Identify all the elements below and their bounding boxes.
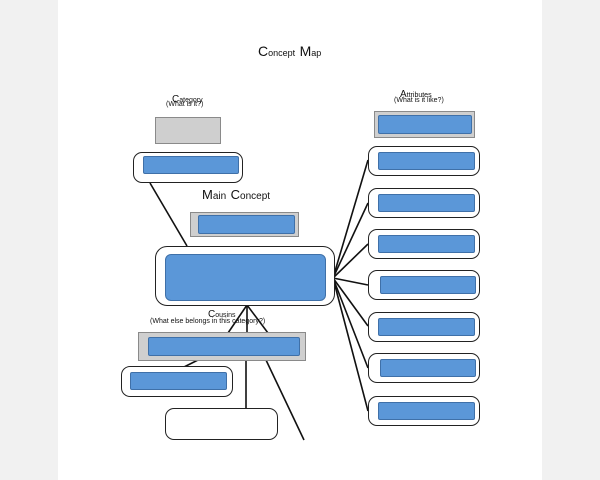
cousin-fill-1: [130, 372, 227, 390]
category-note: (What is it?): [166, 101, 204, 108]
line-main-cousins-right: [246, 304, 269, 334]
main-concept-heading: Main Concept: [202, 187, 271, 202]
category-fill: [143, 156, 239, 174]
main-concept-fill: [165, 254, 326, 301]
line-attr-2: [332, 202, 369, 279]
line-main-cousins-left: [227, 304, 248, 334]
category-gray-box: [155, 117, 221, 144]
attributes-note: (What is it like?): [394, 97, 444, 104]
attribute-fill-5: [378, 318, 475, 336]
line-attr-7: [332, 277, 369, 412]
attribute-fill-3: [378, 235, 475, 253]
diagram-title: Concept Map: [258, 43, 322, 59]
attribute-fill-1: [378, 152, 475, 170]
attribute-fill-7: [378, 402, 475, 420]
category-heading: Category: [172, 94, 203, 105]
line-category: [149, 182, 188, 247]
cousins-fill: [148, 337, 300, 356]
attribute-fill-2: [378, 194, 475, 212]
cousin-box-2: [165, 408, 278, 440]
main-concept-label-fill: [198, 215, 295, 234]
cousins-note: (What else belongs in this category?): [150, 318, 266, 325]
line-cousin-3: [265, 359, 305, 441]
cousins-heading: Cousins: [208, 309, 236, 320]
line-attr-6: [332, 277, 369, 369]
attributes-heading: Attributes: [400, 89, 432, 100]
attribute-fill-6: [380, 359, 476, 377]
line-attr-5: [332, 277, 369, 327]
line-attr-4: [332, 277, 369, 286]
attribute-fill-4: [380, 276, 476, 294]
line-attr-3: [332, 243, 369, 279]
line-attr-1: [332, 159, 369, 279]
attributes-fill: [378, 115, 472, 134]
